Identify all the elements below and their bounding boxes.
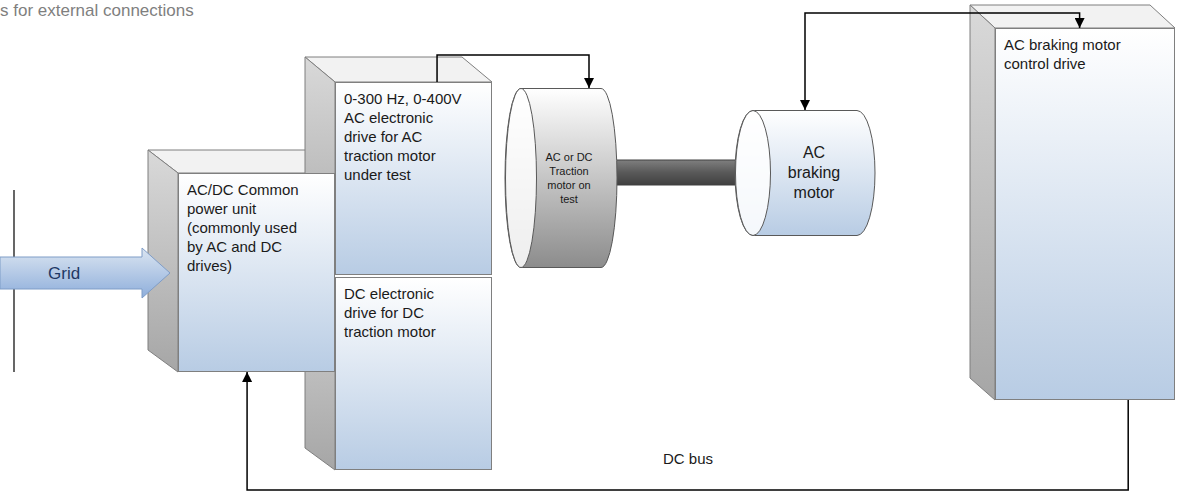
drive-box: AC braking motor control drive bbox=[995, 28, 1175, 400]
node-text: AC braking motor control drive bbox=[1004, 35, 1132, 73]
arrow-shape bbox=[0, 248, 170, 298]
box-side-face bbox=[970, 5, 995, 400]
cylinder-shape bbox=[505, 88, 617, 268]
node-text: 0-300 Hz, 0-400V AC electronic drive for… bbox=[344, 89, 466, 184]
box-top-face bbox=[305, 57, 492, 82]
note-label: s for external connections bbox=[0, 1, 194, 21]
node-text: DC electronic drive for DC traction moto… bbox=[344, 284, 466, 341]
node-text: AC or DC Traction motor on test bbox=[541, 150, 597, 206]
grid-arrow: Grid bbox=[0, 248, 170, 298]
drive-box: AC/DC Common power unit (commonly used b… bbox=[178, 173, 335, 372]
motor-cylinder: AC or DC Traction motor on test bbox=[505, 88, 617, 268]
box-top-face bbox=[970, 5, 1175, 28]
bus-label: DC bus bbox=[661, 450, 715, 467]
drive-box: DC electronic drive for DC traction moto… bbox=[335, 277, 492, 470]
node-text: AC braking motor bbox=[775, 143, 853, 203]
node-text: Grid bbox=[48, 263, 80, 284]
motor-cylinder: AC braking motor bbox=[735, 110, 875, 236]
drive-box: 0-300 Hz, 0-400V AC electronic drive for… bbox=[335, 82, 492, 275]
node-text: AC/DC Common power unit (commonly used b… bbox=[187, 180, 305, 275]
